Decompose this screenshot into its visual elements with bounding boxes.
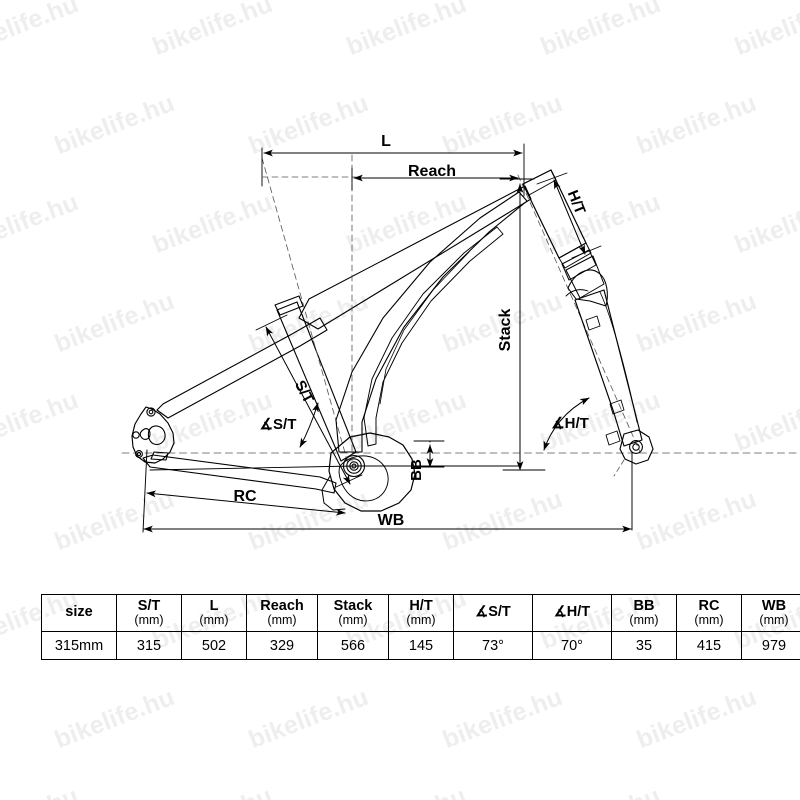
table-header-st: ∡S/T <box>453 594 533 632</box>
seat-tube-axis <box>261 157 350 468</box>
header-name: BB <box>633 597 655 614</box>
rear-axle-extension <box>142 449 148 533</box>
label-bottom-bracket: BB <box>408 459 425 481</box>
table-header-l: L(mm) <box>181 594 247 632</box>
header-unit: (mm) <box>338 612 368 627</box>
label-wheel-base: WB <box>378 512 405 529</box>
label-reach: Reach <box>408 163 456 180</box>
dim-seat-tube-angle <box>299 402 319 448</box>
table-cell: 979 <box>741 631 800 660</box>
seat-stay <box>156 317 328 419</box>
table-cell: 566 <box>317 631 389 660</box>
table-cell: 415 <box>676 631 742 660</box>
dim-length <box>261 143 525 197</box>
table-header-wb: WB(mm) <box>741 594 800 632</box>
fork <box>565 255 654 477</box>
seat-tube <box>276 301 357 462</box>
header-name: S/T <box>137 597 161 614</box>
dim-head-tube <box>536 172 602 259</box>
header-unit: (mm) <box>694 612 724 627</box>
header-unit: (mm) <box>199 612 229 627</box>
dim-bb-drop <box>413 440 445 468</box>
label-rear-centre: RC <box>233 488 257 505</box>
table-header-reach: Reach(mm) <box>246 594 318 632</box>
seat-collar <box>274 295 304 316</box>
header-unit: (mm) <box>759 612 789 627</box>
chainstay-bridge <box>150 451 169 461</box>
header-name: H/T <box>409 597 433 614</box>
head-tube-axis <box>517 174 641 453</box>
rear-dropout <box>131 406 175 464</box>
header-unit: (mm) <box>629 612 659 627</box>
label-head-tube-angle: ∡H/T <box>551 415 589 432</box>
down-tube <box>335 191 528 453</box>
table-header-stack: Stack(mm) <box>317 594 389 632</box>
cell-size: 315mm <box>41 631 117 660</box>
header-name: Stack <box>333 597 373 614</box>
fork-leg <box>574 289 643 447</box>
header-name: Reach <box>260 597 304 614</box>
header-name: ∡S/T <box>475 604 511 621</box>
table-cell: 145 <box>388 631 454 660</box>
table-header-ht: H/T(mm) <box>388 594 454 632</box>
table-header-bb: BB(mm) <box>611 594 677 632</box>
header-name: L <box>209 597 219 614</box>
table-cell: 70° <box>532 631 612 660</box>
front-dropout <box>619 429 654 465</box>
header-name: WB <box>761 597 787 614</box>
table-cell: 502 <box>181 631 247 660</box>
header-name: ∡H/T <box>553 604 591 621</box>
header-unit: (mm) <box>134 612 164 627</box>
table-header-size: size <box>41 594 117 632</box>
table-cell: 35 <box>611 631 677 660</box>
header-name: RC <box>698 597 720 614</box>
bb-level-line <box>149 465 521 471</box>
table-header-st: S/T(mm) <box>116 594 182 632</box>
battery-seam <box>379 251 470 405</box>
dim-rear-centre <box>146 490 346 516</box>
header-unit: (mm) <box>406 612 436 627</box>
motor-housing <box>321 432 416 512</box>
label-length: L <box>381 133 391 150</box>
header-unit: (mm) <box>267 612 297 627</box>
dim-stack <box>499 178 546 471</box>
header-name: size <box>65 604 93 621</box>
dim-head-tube-angle <box>543 397 590 451</box>
label-seat-tube-angle: ∡S/T <box>260 416 297 433</box>
table-header-ht: ∡H/T <box>532 594 612 632</box>
table-cell: 73° <box>453 631 533 660</box>
chain-stay <box>142 454 337 494</box>
head-tube-lower-cup <box>561 249 597 281</box>
table-header-rc: RC(mm) <box>676 594 742 632</box>
dim-reach <box>261 167 519 191</box>
label-stack: Stack <box>497 309 514 352</box>
battery-cover <box>363 226 504 447</box>
table-cell: 329 <box>246 631 318 660</box>
table-cell: 315 <box>116 631 182 660</box>
head-tube <box>522 169 597 281</box>
